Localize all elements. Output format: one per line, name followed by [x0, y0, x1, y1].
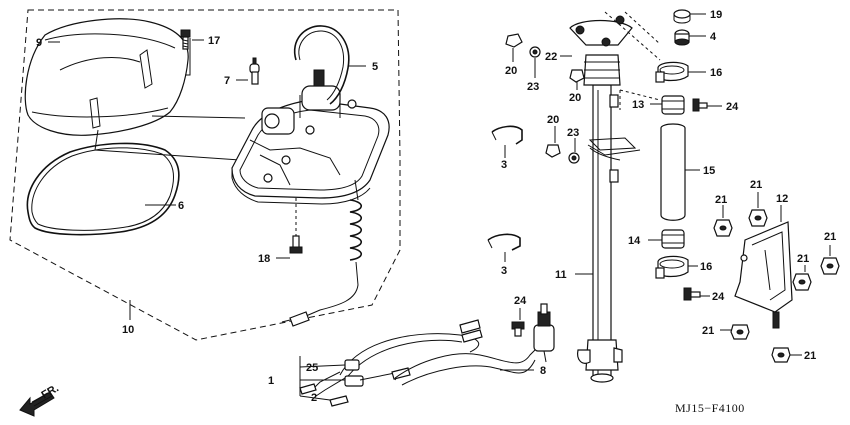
callout-20-b: 20: [569, 92, 581, 104]
bent-rod: [587, 137, 641, 161]
lens-cover-9: [24, 18, 189, 136]
callout-20-c: 20: [547, 114, 559, 126]
callout-15: 15: [703, 165, 715, 177]
nut-21-c: [820, 257, 840, 275]
washer-23-b: [568, 152, 580, 164]
clip-3-bottom: [487, 233, 521, 251]
assembly-lines: [94, 38, 246, 161]
diagram-code: MJ15−F4100: [675, 401, 745, 415]
callout-3-a: 3: [501, 159, 507, 171]
callout-24-c: 24: [514, 295, 527, 307]
callout-24-b: 24: [712, 291, 725, 303]
bolt-24-left: [511, 321, 525, 337]
nut-21-f: [771, 347, 791, 363]
guide-lines: [604, 11, 661, 110]
callout-11: 11: [555, 269, 567, 281]
callout-13: 13: [632, 99, 644, 111]
callout-1: 1: [268, 375, 274, 387]
grommet-4: [674, 29, 690, 46]
callout-9: 9: [36, 37, 42, 49]
front-direction-arrow: [19, 391, 55, 417]
coiled-cord: [281, 179, 363, 327]
nut-21-e: [730, 324, 750, 340]
rubber-14: [661, 229, 685, 249]
callout-12: 12: [776, 193, 788, 205]
callout-21-f: 21: [804, 350, 816, 362]
rubber-13: [661, 95, 685, 115]
callout-21-c: 21: [824, 231, 836, 243]
callout-16-b: 16: [700, 261, 712, 273]
callout-23-b: 23: [567, 127, 579, 139]
front-direction-label: FR.: [40, 382, 61, 401]
callout-24-a: 24: [726, 101, 739, 113]
callout-21-b: 21: [750, 179, 762, 191]
callout-3-b: 3: [501, 265, 507, 277]
bolt-24-mid: [683, 287, 701, 301]
clip-3-top: [491, 125, 523, 145]
tube-15: [660, 123, 686, 221]
callout-6: 6: [178, 200, 184, 212]
bulb-7: [249, 57, 260, 85]
callout-20-a: 20: [505, 65, 517, 77]
cap-19: [673, 9, 691, 24]
nut-20-c: [545, 144, 561, 158]
callout-19: 19: [710, 9, 722, 21]
callout-25: 25: [306, 362, 318, 374]
callout-8: 8: [540, 365, 546, 377]
stand-pipe-11: [569, 15, 633, 383]
callout-4: 4: [710, 31, 717, 43]
bolt-18: [289, 198, 303, 254]
callout-22: 22: [545, 51, 557, 63]
screw-17: [180, 29, 191, 50]
wire-harness-1: [299, 319, 483, 407]
nut-20-b: [569, 69, 585, 83]
callout-10: 10: [122, 324, 134, 336]
bolt-24-top: [692, 98, 708, 112]
bracket-12: [734, 221, 793, 329]
callout-16-a: 16: [710, 67, 722, 79]
housing: [231, 69, 390, 205]
nut-20-a: [505, 33, 523, 48]
switch-8: [394, 303, 555, 386]
clamp-16-top: [655, 61, 689, 83]
nut-21-a: [713, 219, 733, 237]
clamp-16-bottom: [655, 255, 689, 279]
callout-2: 2: [311, 392, 317, 404]
washer-23-a: [529, 46, 541, 58]
nut-21-b: [748, 209, 768, 227]
leader-lines: [48, 13, 831, 401]
callout-17: 17: [208, 35, 220, 47]
assembly-boundary: [9, 9, 401, 341]
callout-23-a: 23: [527, 81, 539, 93]
nut-21-d: [792, 273, 812, 291]
callout-14: 14: [628, 235, 641, 247]
callout-21-d: 21: [797, 253, 809, 265]
reflector-ring-5: [293, 25, 350, 105]
gasket-6: [26, 142, 180, 236]
callout-21-a: 21: [715, 194, 727, 206]
callout-21-e: 21: [702, 325, 714, 337]
callout-7: 7: [224, 75, 230, 87]
callout-18: 18: [258, 253, 270, 265]
callout-5: 5: [372, 61, 378, 73]
